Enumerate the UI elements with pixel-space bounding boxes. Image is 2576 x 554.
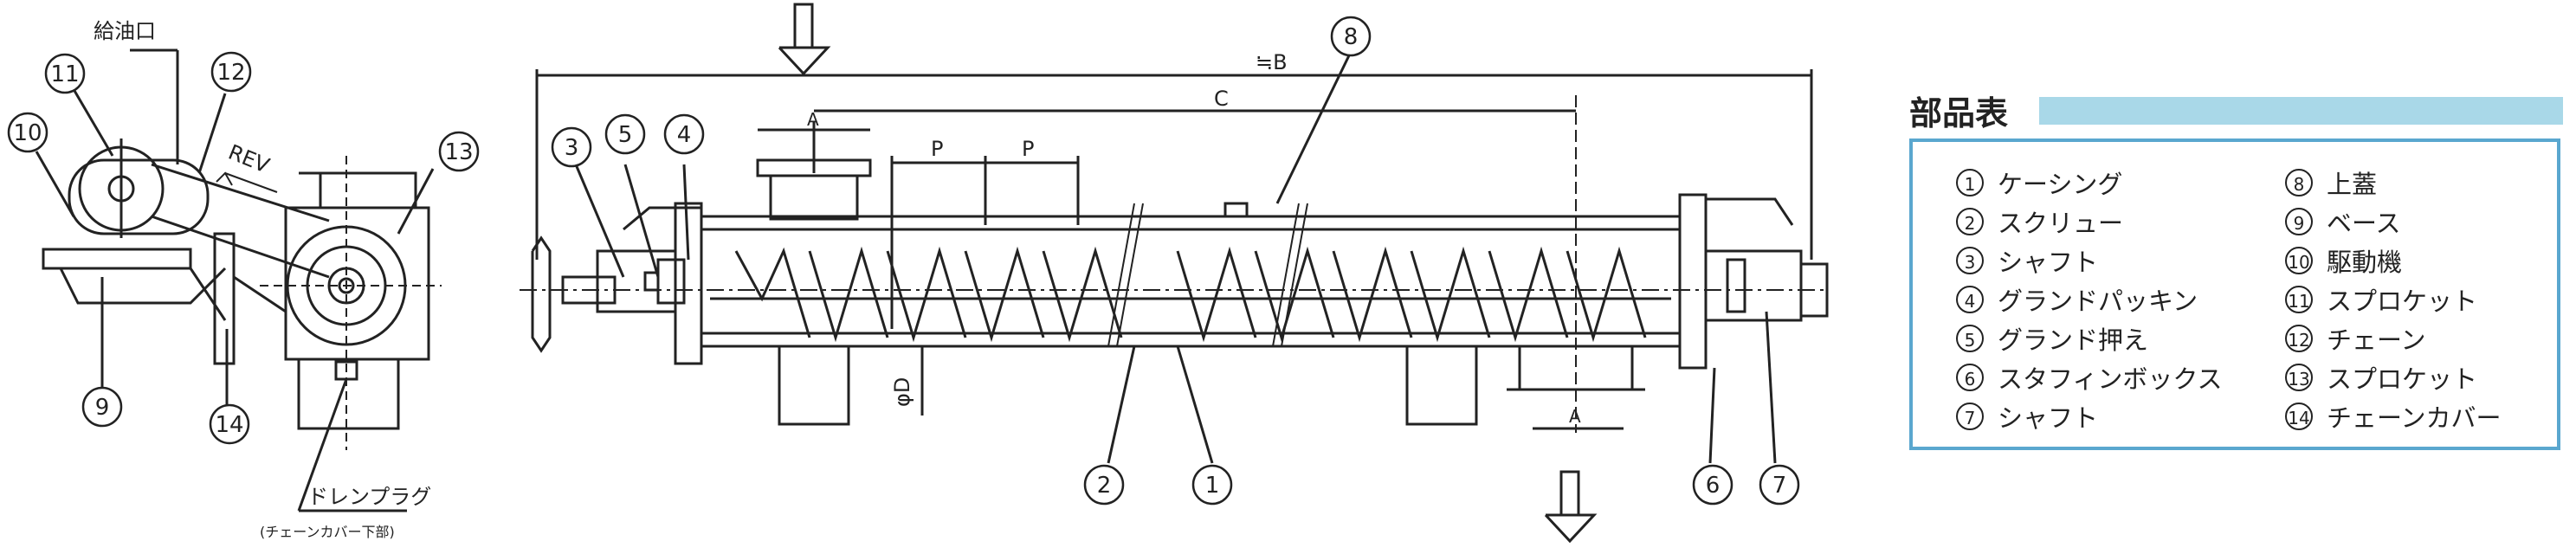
end-plate-right bbox=[1678, 193, 1708, 370]
svg-text:5: 5 bbox=[618, 122, 633, 148]
drive-motor bbox=[68, 158, 210, 235]
parts-title-bar bbox=[2039, 97, 2563, 125]
rev-label: REV bbox=[225, 140, 274, 178]
parts-table-title: 部品表 bbox=[1909, 94, 2009, 132]
svg-text:4: 4 bbox=[677, 122, 692, 148]
callout-14: 14 bbox=[209, 403, 250, 445]
oil-inlet-label: 給油口 bbox=[94, 19, 156, 43]
svg-text:6: 6 bbox=[1706, 473, 1721, 499]
chain-upper bbox=[151, 163, 330, 222]
gland-packing bbox=[656, 258, 686, 305]
base-plate bbox=[42, 248, 192, 270]
svg-text:13: 13 bbox=[444, 139, 473, 165]
svg-text:11: 11 bbox=[50, 61, 79, 87]
svg-text:9: 9 bbox=[95, 395, 110, 421]
side-inlet bbox=[319, 171, 417, 209]
callout-2: 2 bbox=[1083, 464, 1125, 506]
dim-d-label: φD bbox=[890, 377, 914, 407]
callout-8: 8 bbox=[1330, 16, 1372, 57]
main-view bbox=[520, 3, 1829, 544]
inlet-arrow bbox=[778, 3, 831, 76]
dim-b-label: ≒B bbox=[1256, 50, 1288, 74]
leg-right bbox=[1405, 345, 1478, 426]
side-view bbox=[35, 48, 442, 512]
top-cover bbox=[1223, 202, 1249, 218]
dim-a-top-label: A bbox=[807, 109, 819, 130]
svg-text:8: 8 bbox=[1344, 24, 1359, 50]
dim-p1-label: P bbox=[931, 137, 943, 161]
side-outlet bbox=[297, 358, 400, 430]
end-plate-left bbox=[674, 202, 703, 365]
svg-text:3: 3 bbox=[565, 135, 579, 161]
dim-p2-label: P bbox=[1022, 137, 1034, 161]
svg-text:1: 1 bbox=[1205, 473, 1220, 499]
callout-4: 4 bbox=[663, 113, 705, 155]
outlet-arrow bbox=[1544, 470, 1598, 544]
drain-plug-label: ドレンプラグ bbox=[307, 485, 431, 509]
svg-text:12: 12 bbox=[216, 60, 245, 86]
callout-7: 7 bbox=[1759, 464, 1800, 506]
main-inlet bbox=[769, 174, 859, 221]
svg-text:14: 14 bbox=[215, 412, 243, 438]
chain-cover bbox=[213, 232, 236, 365]
dim-c-label: C bbox=[1214, 87, 1229, 111]
svg-text:2: 2 bbox=[1097, 473, 1112, 499]
callout-1: 1 bbox=[1191, 464, 1233, 506]
drain-plug-note: (チェーンカバー下部) bbox=[260, 524, 395, 540]
callout-3: 3 bbox=[551, 126, 592, 168]
callout-13: 13 bbox=[438, 131, 480, 172]
stuffing-box-right bbox=[1704, 249, 1803, 322]
callout-5: 5 bbox=[604, 113, 646, 155]
callout-11: 11 bbox=[44, 53, 86, 94]
screw-flights bbox=[710, 246, 1671, 343]
stuffing-box-left bbox=[596, 249, 677, 313]
chain-lower bbox=[151, 215, 330, 279]
callout-6: 6 bbox=[1692, 464, 1733, 506]
leg-left bbox=[778, 345, 850, 426]
callout-9: 9 bbox=[81, 386, 123, 428]
svg-text:7: 7 bbox=[1772, 473, 1787, 499]
svg-text:10: 10 bbox=[13, 120, 42, 146]
dim-a-bottom-label: A bbox=[1569, 406, 1581, 427]
callout-10: 10 bbox=[7, 112, 48, 153]
callout-12: 12 bbox=[210, 51, 252, 93]
